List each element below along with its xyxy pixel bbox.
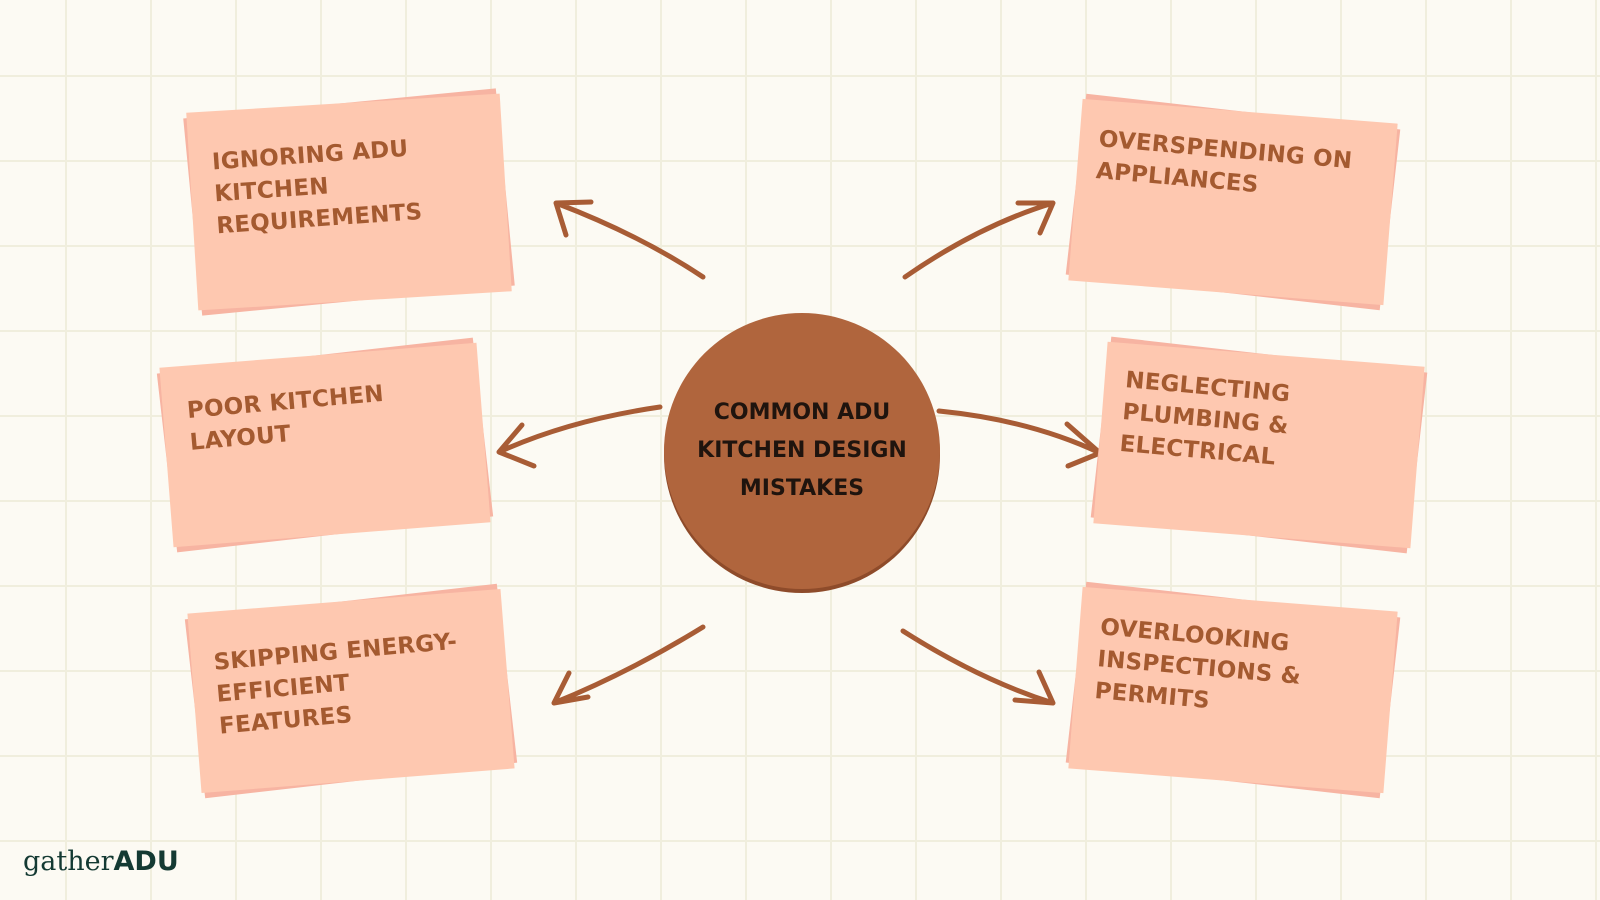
note-label: IGNORING ADU KITCHEN REQUIREMENTS (211, 135, 424, 240)
center-title: COMMON ADU KITCHEN DESIGN MISTAKES (697, 400, 907, 501)
note-ignoring-adu-kitchen-requirements: IGNORING ADU KITCHEN REQUIREMENTS (183, 88, 515, 316)
arrow-to-overspending (902, 200, 1056, 280)
note-neglecting-plumbing-electrical: NEGLECTING PLUMBING & ELECTRICAL (1090, 336, 1428, 554)
note-skipping-energy-efficient-features: SKIPPING ENERGY-EFFICIENT FEATURES (184, 583, 518, 799)
arrow-to-ignoring-requirements (553, 199, 706, 280)
brand-logo: gatherADU (23, 846, 179, 877)
arrow-to-skipping-energy (551, 624, 706, 706)
note-overlooking-inspections-permits: OVERLOOKING INSPECTIONS & PERMITS (1065, 581, 1401, 799)
arrow-to-overlooking-inspections (900, 628, 1056, 706)
brand-logo-part1: gather (23, 846, 114, 877)
arrow-to-poor-layout (496, 404, 663, 469)
center-circle: COMMON ADU KITCHEN DESIGN MISTAKES (664, 313, 940, 589)
brand-logo-part2: ADU (113, 846, 179, 877)
note-poor-kitchen-layout: POOR KITCHEN LAYOUT (156, 337, 494, 553)
note-overspending-on-appliances: OVERSPENDING ON APPLIANCES (1065, 93, 1401, 311)
arrow-to-neglecting-plumbing (936, 408, 1103, 469)
